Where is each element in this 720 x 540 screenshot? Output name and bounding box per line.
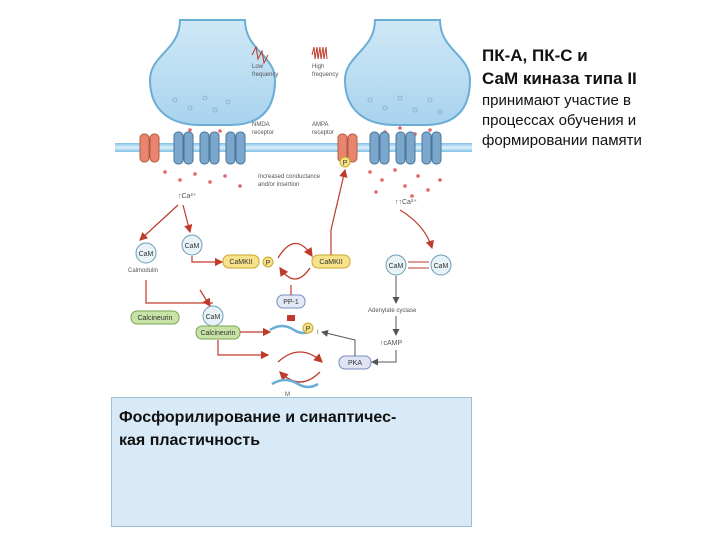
camkii-label-right: CaMKII — [319, 259, 342, 266]
description-line-3: формировании памяти — [482, 132, 642, 149]
camp-to-pka-arrow — [371, 350, 397, 366]
cam-node-left — [135, 242, 157, 264]
cam-label-top: CaM — [185, 243, 200, 250]
adenylate-cyclase-label: Adenylate cyclase — [368, 308, 417, 314]
cam-label-left: CaM — [139, 251, 154, 258]
pka-label: PKA — [348, 360, 362, 367]
camkii-cycle-top — [277, 242, 313, 259]
camkii-label-left: CaMKII — [229, 259, 252, 266]
ca-to-cam-arrow — [139, 204, 179, 241]
nmda-label-1: NMDA — [252, 122, 270, 128]
calcineurin-label-left: Calcineurin — [137, 315, 172, 322]
pka-to-inhibitor-arrow — [321, 330, 356, 356]
description-line-2: процессах обучения и — [482, 112, 637, 129]
vesicles-left — [172, 95, 231, 113]
camkii-to-receptor-arrow — [330, 168, 348, 255]
page-title: ПК-А, ПК-С и СаМ киназа типа II — [482, 44, 714, 90]
receptor-cluster-right — [337, 131, 442, 165]
high-frequency-spikes-icon — [311, 46, 328, 60]
inhibitor-phospho-label: P — [306, 326, 311, 333]
increased-conductance-label-1: Increased conductance — [258, 174, 321, 180]
cam-label-bottom: CaM — [206, 314, 221, 321]
ltd-partial-label: M — [285, 392, 290, 398]
description-line-1: принимают участие в — [482, 92, 632, 109]
phospho-receptor-badge — [339, 156, 351, 168]
neurotransmitter-dots — [188, 126, 432, 137]
bottom-squiggle — [271, 378, 319, 389]
inhibitor-phospho-badge — [302, 322, 314, 334]
inhibitor-label: I — [317, 330, 319, 336]
ca-right-to-cam-arrow — [399, 209, 434, 250]
high-frequency-label-2: frequency — [312, 72, 338, 78]
cam-equilibrium-arrow — [408, 261, 429, 269]
calmodulin-label: Calmodulin — [128, 268, 158, 274]
vesicles-right — [367, 95, 443, 115]
pp1-label: PP-1 — [283, 299, 299, 306]
cam-label-right: CaM — [389, 263, 404, 270]
nmda-label-2: receptor — [252, 130, 274, 136]
low-frequency-label-1: Low — [252, 64, 264, 70]
cam-to-cam2-arrow — [199, 289, 211, 308]
camkii-cycle-bottom — [279, 266, 311, 280]
description: принимают участие в процессах обучения и… — [482, 91, 714, 151]
cam-node-far-right — [430, 254, 452, 276]
caption-text: Фосфорилирование и синаптичес- кая пласт… — [119, 406, 469, 452]
camkii-phospho-label: P — [266, 260, 271, 267]
phospho-receptor-label: P — [343, 160, 348, 167]
increased-conductance-label-2: and/or insertion — [258, 182, 299, 188]
calcium-left-label: ↑Ca²⁺ — [178, 193, 197, 200]
presynaptic-terminal-right — [343, 19, 472, 126]
title-line-2: СаМ киназа типа II — [482, 69, 637, 88]
bottom-cycle-top — [277, 351, 323, 363]
low-frequency-spikes-icon — [251, 45, 269, 65]
calcineurin-down-line — [217, 340, 270, 360]
ampa-label-1: AMPA — [312, 122, 329, 128]
camkii-phospho-badge — [262, 256, 274, 268]
caption-line-2: кая пластичность — [119, 432, 261, 449]
cam-to-camkii-arrow — [191, 256, 224, 267]
receptor-cluster-left — [139, 131, 246, 165]
cam-node-top — [181, 234, 203, 256]
ampa-label-2: receptor — [312, 130, 334, 136]
bottom-cycle-bottom — [279, 371, 321, 383]
calcineurin-node-left — [130, 310, 180, 325]
high-frequency-label-1: High — [312, 64, 324, 70]
low-frequency-label-2: frequency — [252, 72, 278, 78]
calcium-right-label: ↑↑Ca²⁺ — [395, 199, 417, 206]
camkii-node-left — [222, 254, 260, 269]
pp1-inhibit-bar — [287, 315, 295, 321]
postsynaptic-membrane — [115, 143, 472, 152]
cam-to-calcineurin-line — [145, 280, 213, 304]
ca-to-cam2-arrow — [182, 204, 193, 234]
cam-node-right — [385, 254, 407, 276]
calcium-dots — [163, 168, 442, 198]
caption-box: Фосфорилирование и синаптичес- кая пласт… — [111, 397, 472, 527]
camp-label: ↑cAMP — [380, 340, 403, 347]
title-line-1: ПК-А, ПК-С и — [482, 46, 588, 65]
cam-label-far-right: CaM — [434, 263, 449, 270]
calcineurin-label-right: Calcineurin — [200, 330, 235, 337]
caption-line-1: Фосфорилирование и синаптичес- — [119, 409, 397, 426]
